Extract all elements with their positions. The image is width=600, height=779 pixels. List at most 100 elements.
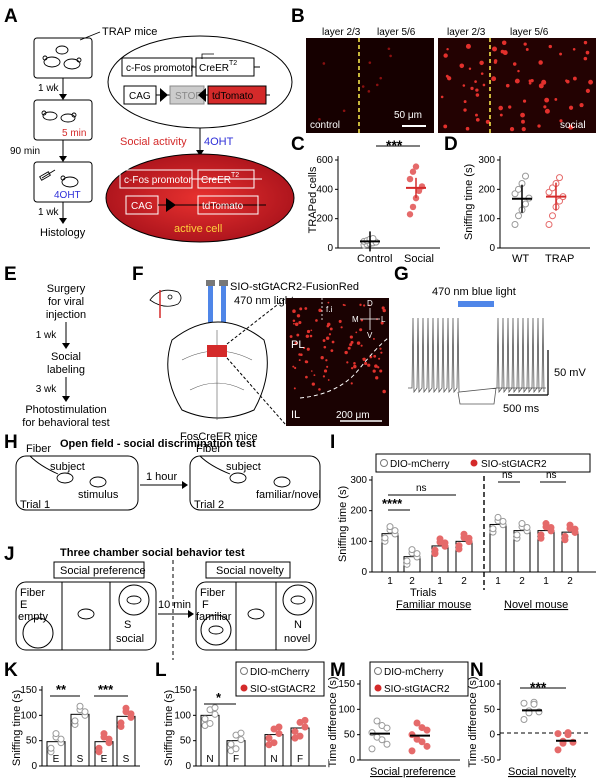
data-point (206, 719, 214, 727)
h-subject-2: subject (226, 461, 261, 473)
cell (572, 47, 576, 51)
control-image (306, 38, 434, 133)
creer-superscript-active: T2 (231, 172, 239, 179)
scale-label: 50 μm (394, 110, 422, 121)
cell (350, 366, 354, 370)
cell (538, 83, 544, 89)
k-sig-1: ** (56, 682, 67, 697)
data-point (378, 736, 386, 744)
data-point (81, 708, 89, 716)
l-sig-1: * (216, 690, 222, 705)
cell (355, 331, 358, 334)
cell (565, 79, 568, 83)
data-point (406, 211, 414, 218)
cell (344, 350, 348, 355)
ninety-min-label: 90 min (10, 146, 40, 157)
cell (362, 357, 365, 360)
y-tick-label: 150 (174, 685, 191, 696)
cell (294, 341, 298, 346)
zoom-line-top (226, 297, 287, 345)
j-pref-label: Social preference (60, 565, 146, 577)
e-step1a: Surgery (47, 283, 86, 295)
panel-letter-i: I (330, 432, 335, 453)
data-point (556, 174, 563, 182)
data-point (413, 719, 421, 727)
m-x-label: Social preference (370, 766, 456, 778)
mouse-head-icon (149, 289, 182, 307)
data-point (105, 735, 113, 743)
data-point (455, 542, 463, 550)
ohta-label: 4OHT (54, 190, 81, 201)
cell (353, 364, 357, 369)
fi-label: f.i (326, 305, 332, 314)
layer23-label-2: layer 2/3 (447, 27, 486, 38)
panel-letter-k: K (4, 660, 18, 681)
orientation-compass (360, 308, 380, 330)
tdtomato-label: tdTomato (212, 91, 254, 102)
cell (293, 387, 296, 390)
creer-box (195, 57, 255, 77)
cell (501, 40, 507, 46)
compass-d: D (367, 299, 373, 308)
data-point (441, 539, 449, 547)
y-tick-label: 0 (31, 761, 37, 772)
cell (525, 48, 529, 51)
cell (514, 78, 520, 84)
h-subject-1: subject (50, 461, 85, 473)
cell (585, 50, 590, 55)
panel-letter-d: D (444, 134, 458, 155)
cell (340, 326, 343, 329)
cell (360, 344, 363, 347)
h-arena-1 (15, 455, 139, 511)
bar-label: N (270, 754, 277, 765)
x-tick-label: 1 (437, 576, 443, 587)
cell (382, 389, 386, 394)
y-tick-label: 0 (185, 761, 191, 772)
panel-letter-b: B (291, 6, 305, 27)
cell (289, 335, 293, 338)
data-point (530, 700, 538, 708)
cell (338, 319, 342, 323)
data-point (47, 744, 55, 752)
i-group-familiar: Familiar mouse (396, 599, 471, 611)
g-light-label: 470 nm blue light (432, 286, 516, 298)
cell (465, 43, 471, 49)
stop-label: STOP (175, 91, 202, 102)
c-sig-stars: *** (386, 137, 403, 153)
i-y-label: Sniffing time (s) (337, 486, 349, 562)
cell (372, 369, 376, 373)
layer56-label-2: layer 5/6 (510, 27, 549, 38)
cell (475, 113, 478, 117)
cell (572, 76, 577, 81)
data-point (549, 212, 556, 220)
cell (367, 363, 371, 367)
active-cell-label: active cell (174, 223, 222, 235)
i-sig-4: ns (546, 470, 557, 481)
bar-label: N (206, 754, 213, 765)
cell (349, 335, 353, 339)
bar-label: E (101, 754, 108, 765)
cell (342, 109, 346, 113)
cell (328, 333, 332, 336)
cell (485, 119, 490, 124)
bar-label: E (53, 754, 60, 765)
cell (323, 369, 328, 373)
pl-labeled-cells (289, 301, 386, 394)
i-legend-box (375, 453, 591, 473)
m-legend-mcherry: DIO-mCherry (384, 667, 443, 678)
cell (528, 81, 532, 85)
active-cell-ellipse (105, 153, 295, 243)
y-tick-label: 50 (180, 736, 192, 747)
data-point (489, 525, 497, 533)
fos-mice-label: FosCreER mice (180, 431, 258, 443)
cell (378, 357, 381, 360)
j-social: social (116, 633, 144, 645)
y-tick-label: 150 (338, 679, 355, 690)
cell (318, 308, 322, 313)
data-point (571, 525, 579, 533)
